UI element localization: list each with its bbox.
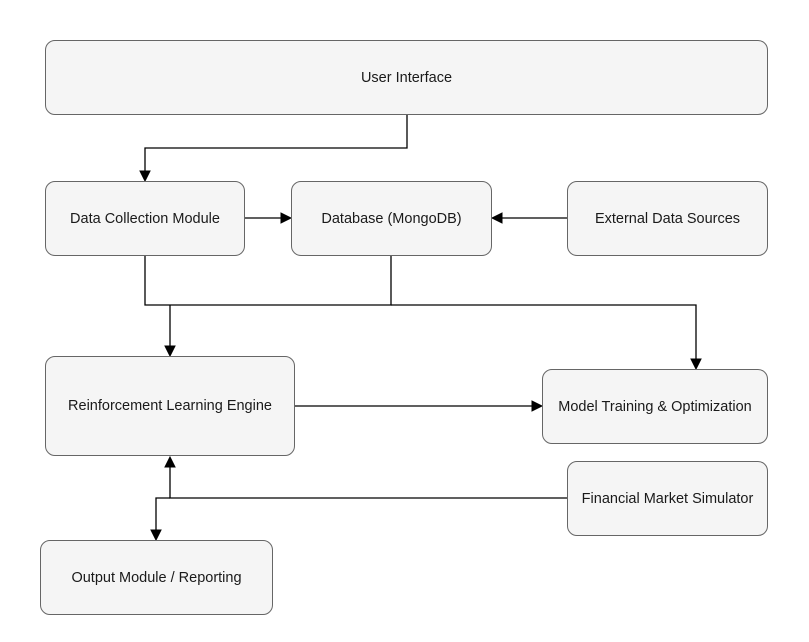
node-data-collection-module: Data Collection Module bbox=[45, 181, 245, 256]
node-label: User Interface bbox=[360, 69, 453, 86]
edge-simulator-to-output bbox=[155, 497, 170, 531]
node-label: Financial Market Simulator bbox=[581, 490, 754, 507]
edge-data-collection-merge bbox=[144, 256, 392, 306]
node-label: Data Collection Module bbox=[70, 210, 220, 227]
node-external-data-sources: External Data Sources bbox=[567, 181, 768, 256]
node-reinforcement-learning-engine: Reinforcement Learning Engine bbox=[45, 356, 295, 456]
node-user-interface: User Interface bbox=[45, 40, 768, 115]
edge-ui-to-data-collection bbox=[144, 115, 408, 172]
node-label: Database (MongoDB) bbox=[321, 210, 462, 227]
arrowhead-model-training-left bbox=[531, 400, 544, 412]
arrowhead-model-training-top bbox=[690, 358, 702, 371]
node-financial-market-simulator: Financial Market Simulator bbox=[567, 461, 768, 536]
node-model-training-optimization: Model Training & Optimization bbox=[542, 369, 768, 444]
node-label: Reinforcement Learning Engine bbox=[68, 398, 272, 414]
node-label: Model Training & Optimization bbox=[558, 398, 752, 415]
edge-simulator-to-rl-engine bbox=[169, 466, 567, 499]
arrowhead-output-top bbox=[150, 529, 162, 542]
arrowhead-rl-engine-bottom bbox=[164, 455, 176, 468]
node-output-module-reporting: Output Module / Reporting bbox=[40, 540, 273, 615]
arrowhead-database-left bbox=[280, 212, 293, 224]
node-database: Database (MongoDB) bbox=[291, 181, 492, 256]
arrowhead-rl-engine-top bbox=[164, 345, 176, 358]
node-label: External Data Sources bbox=[594, 210, 741, 227]
arrowhead-data-collection-top bbox=[139, 170, 151, 183]
node-label: Output Module / Reporting bbox=[71, 569, 242, 586]
edge-database-to-model-training bbox=[391, 304, 697, 360]
arrowhead-database-right bbox=[490, 212, 503, 224]
